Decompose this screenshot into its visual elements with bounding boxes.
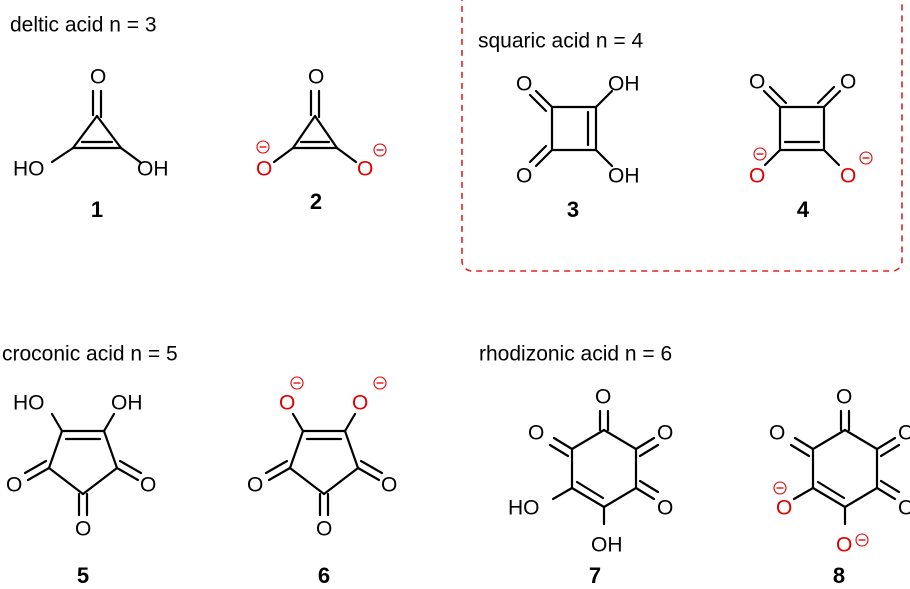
compound-number-6: 6 bbox=[318, 563, 330, 588]
structure-compound-3: O O OH OH bbox=[516, 73, 640, 188]
atom-oxygen-anion: O bbox=[836, 534, 852, 557]
structure-compound-5: HO OH O O O bbox=[6, 392, 156, 541]
atom-oxygen: O bbox=[247, 474, 263, 497]
atom-hydroxyl: OH bbox=[608, 73, 640, 96]
structure-compound-6: O O O O O bbox=[247, 376, 397, 541]
atom-oxygen-anion: O bbox=[749, 165, 765, 188]
compound-number-2: 2 bbox=[310, 189, 322, 214]
atom-oxygen-anion: O bbox=[256, 158, 272, 181]
negative-charge-icon bbox=[290, 376, 304, 390]
atom-oxygen: O bbox=[140, 474, 156, 497]
compound-number-8: 8 bbox=[833, 563, 845, 588]
atom-oxygen: O bbox=[657, 422, 673, 445]
squaric-highlight-box bbox=[461, 0, 903, 272]
compound-number-3: 3 bbox=[567, 197, 579, 222]
atom-hydroxyl: OH bbox=[111, 392, 143, 415]
atom-oxygen: O bbox=[657, 497, 673, 520]
title-rhodizonic-acid: rhodizonic acid n = 6 bbox=[479, 343, 672, 366]
atom-oxygen: O bbox=[516, 165, 532, 188]
atom-oxygen-anion: O bbox=[840, 165, 856, 188]
atom-oxygen-anion: O bbox=[352, 392, 368, 415]
title-squaric-acid: squaric acid n = 4 bbox=[478, 30, 644, 53]
atom-oxygen: O bbox=[75, 518, 91, 541]
atom-oxygen-anion: O bbox=[357, 158, 373, 181]
negative-charge-icon bbox=[753, 147, 767, 161]
atom-oxygen: O bbox=[528, 422, 544, 445]
title-croconic-acid: croconic acid n = 5 bbox=[2, 343, 178, 366]
negative-charge-icon bbox=[373, 376, 387, 390]
structure-compound-2: O O O bbox=[256, 66, 387, 181]
structure-compound-8: O O O O O O bbox=[769, 386, 910, 557]
atom-oxygen: O bbox=[769, 422, 785, 445]
atom-oxygen: O bbox=[749, 71, 765, 94]
compound-number-7: 7 bbox=[589, 563, 601, 588]
compound-number-1: 1 bbox=[91, 197, 103, 222]
structure-compound-7: O O O O HO OH bbox=[508, 386, 673, 557]
negative-charge-icon bbox=[773, 481, 787, 495]
structure-compound-4: O O O O bbox=[749, 71, 873, 188]
atom-oxygen: O bbox=[6, 474, 22, 497]
atom-oxygen: O bbox=[90, 66, 106, 89]
title-deltic-acid: deltic acid n = 3 bbox=[10, 14, 157, 37]
atom-oxygen: O bbox=[898, 497, 910, 520]
atom-oxygen-anion: O bbox=[279, 392, 295, 415]
negative-charge-icon bbox=[256, 140, 270, 154]
atom-oxygen: O bbox=[516, 73, 532, 96]
atom-hydroxyl: OH bbox=[608, 165, 640, 188]
negative-charge-icon bbox=[855, 533, 869, 547]
atom-hydroxyl: OH bbox=[137, 158, 169, 181]
atom-hydroxyl: HO bbox=[508, 497, 540, 520]
atom-hydroxyl: HO bbox=[13, 158, 45, 181]
negative-charge-icon bbox=[373, 143, 387, 157]
negative-charge-icon bbox=[859, 151, 873, 165]
atom-oxygen: O bbox=[381, 474, 397, 497]
atom-oxygen: O bbox=[595, 386, 611, 409]
compound-number-4: 4 bbox=[797, 197, 810, 222]
atom-oxygen: O bbox=[840, 71, 856, 94]
atom-oxygen: O bbox=[836, 386, 852, 409]
structure-compound-1: O HO OH bbox=[13, 66, 169, 181]
atom-oxygen-anion: O bbox=[776, 497, 792, 520]
atom-oxygen: O bbox=[308, 66, 324, 89]
compound-number-5: 5 bbox=[77, 563, 89, 588]
atom-oxygen: O bbox=[316, 518, 332, 541]
atom-oxygen: O bbox=[898, 422, 910, 445]
atom-hydroxyl: OH bbox=[591, 534, 623, 557]
atom-hydroxyl: HO bbox=[13, 392, 45, 415]
